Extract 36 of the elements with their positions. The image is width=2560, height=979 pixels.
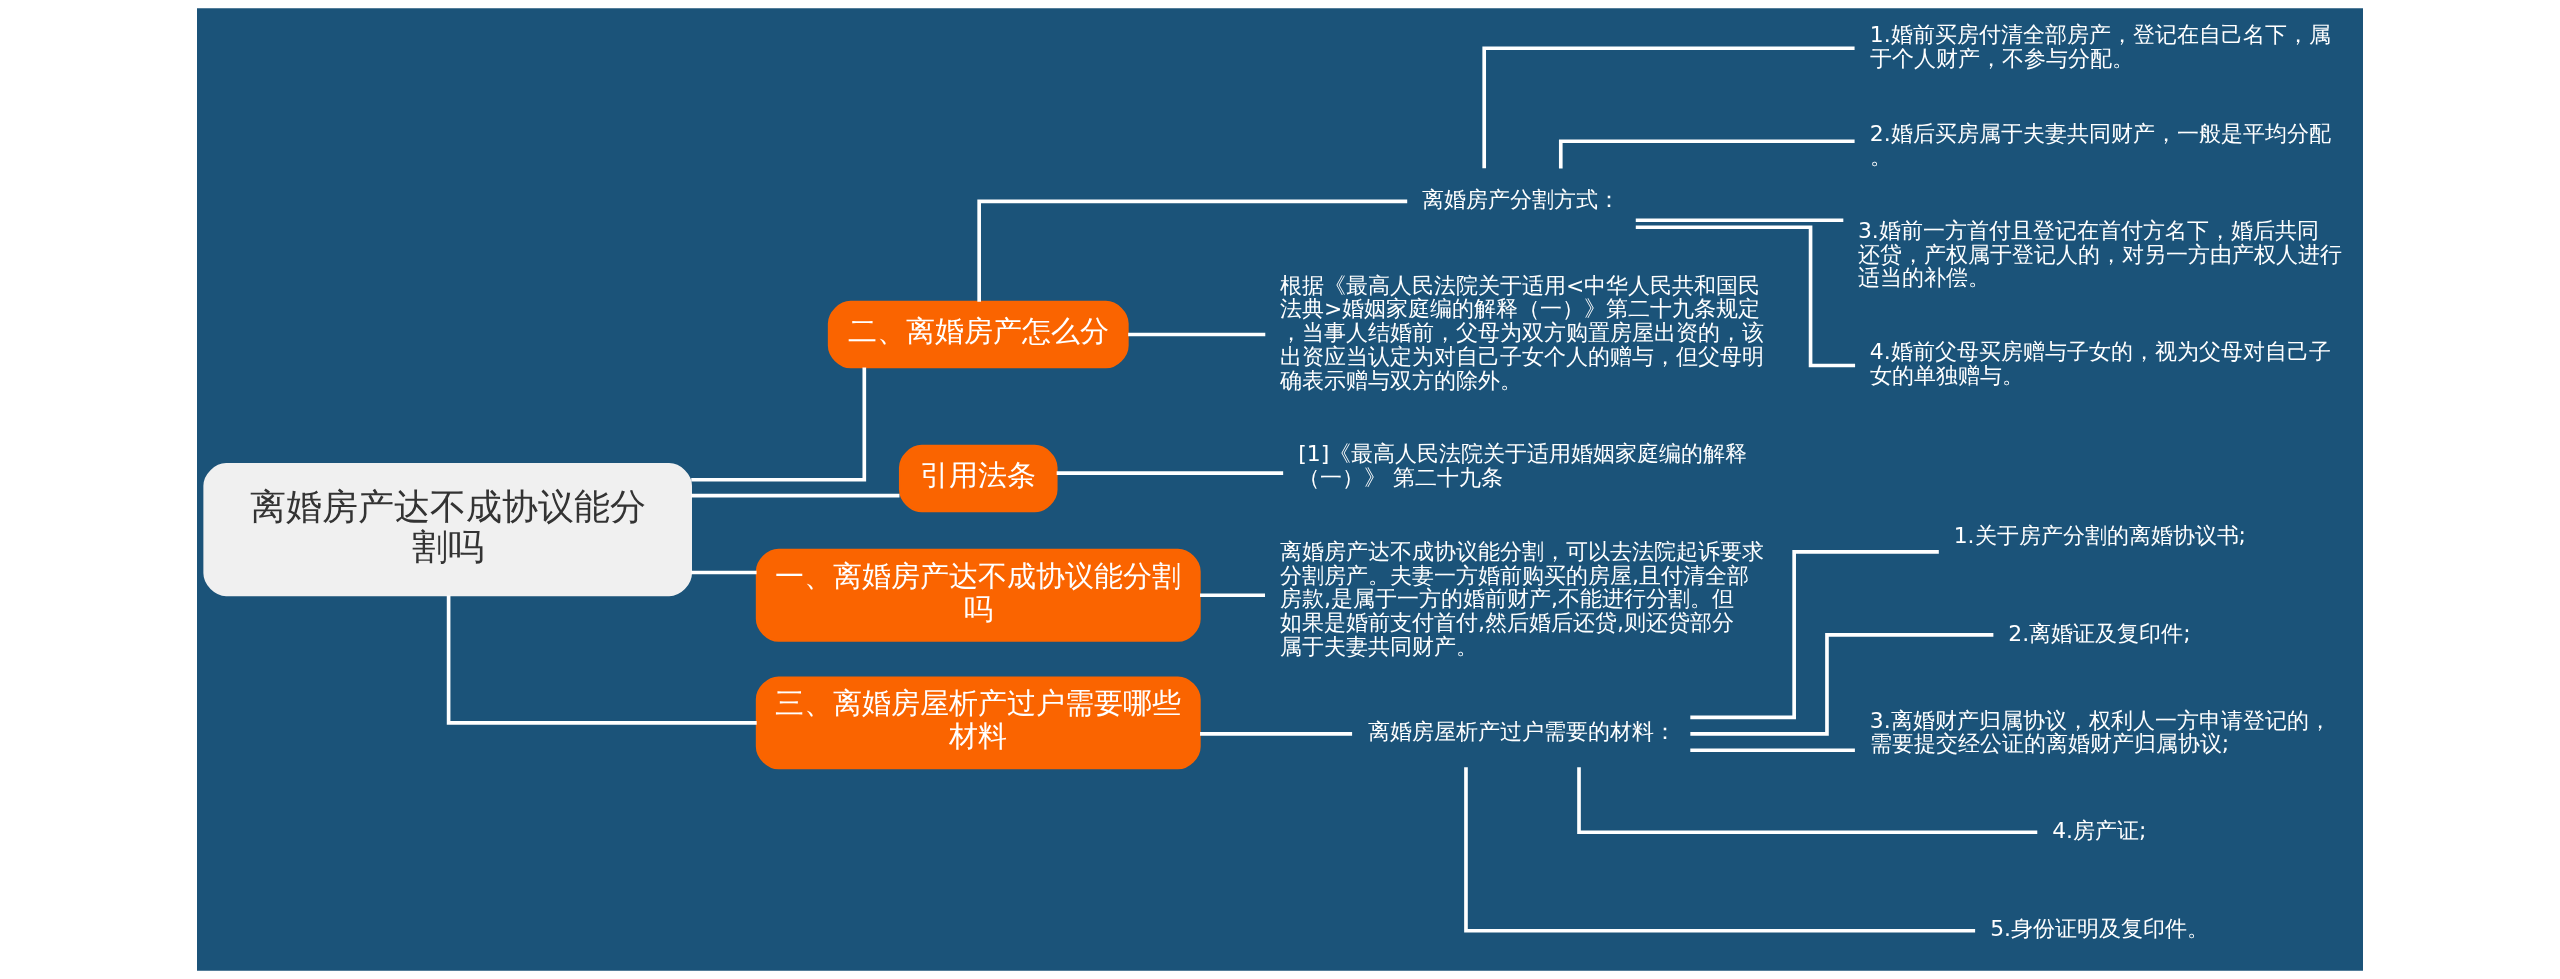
node-text: 离婚房产达不成协议能分割，可以去法院起诉要求分割房产。夫妻一方婚前购买的房屋,且付清全部房款,是属于一方的婚前财产,不能进行分割。但如果是婚前支付首付,然后婚后还贷,则还贷部分属于夫妻共同财产。 <box>1280 538 1764 659</box>
connector <box>1577 767 2038 835</box>
connector <box>1056 471 1284 475</box>
connector <box>1200 593 1265 598</box>
connector <box>691 367 867 482</box>
connector <box>1200 732 1353 736</box>
node-box: 离婚房产达不成协议能分割吗 <box>203 463 692 597</box>
connector <box>1690 633 1994 736</box>
node-text: 根据《最高人民法院关于适用<中华人民共和国民法典>婚姻家庭编的解释（一）》第二十九条规定，当事人结婚前，父母为双方购置房屋出资的，该出资应当认定为对自己子女个人的赠与，但父母明确表示赠与双方的除外。 <box>1280 272 1764 393</box>
connector <box>691 570 757 575</box>
node-text: 4.房产证; <box>2052 817 2147 843</box>
node-text: 2.离婚证及复印件; <box>2008 621 2191 647</box>
node-text: 1.婚前买房付清全部房产，登记在自己名下，属于个人财产，不参与分配。 <box>1869 22 2331 71</box>
node-text: [1]《最高人民法院关于适用婚姻家庭编的解释（一）》 第二十九条 <box>1298 441 1748 491</box>
connector <box>1690 550 1939 720</box>
connector <box>1635 225 1856 368</box>
connector <box>1464 767 1976 933</box>
connector <box>977 199 1408 302</box>
node-box: 一、离婚房产达不成协议能分割吗 <box>755 548 1201 642</box>
connector <box>446 595 757 725</box>
node-text: 2.婚后买房属于夫妻共同财产，一般是平均分配。 <box>1869 120 2331 170</box>
node-text: 1.关于房产分割的离婚协议书; <box>1953 522 2246 548</box>
node-text: 3.婚前一方首付且登记在首付方名下，婚后共同还贷，产权属于登记人的，对另一方由产权人进行适当的补偿。 <box>1857 218 2342 291</box>
node-text: 3.离婚财产归属协议，权利人一方申请登记的，需要提交经公证的离婚财产归属协议; <box>1869 707 2331 757</box>
connector <box>1635 218 1844 223</box>
node-box: 三、离婚房屋析产过户需要哪些材料 <box>755 676 1201 770</box>
connector <box>691 493 900 498</box>
connector <box>1482 46 1855 169</box>
node-text: 5.身份证明及复印件。 <box>1990 916 2210 942</box>
node-text: 4.婚前父母买房赠与子女的，视为父母对自己子女的单独赠与。 <box>1869 339 2331 389</box>
node-box: 引用法条 <box>898 444 1058 513</box>
node-box: 二、离婚房产怎么分 <box>827 300 1129 369</box>
connector <box>1128 332 1266 337</box>
node-text: 离婚房产分割方式： <box>1422 187 1621 213</box>
connector <box>1690 748 1855 753</box>
node-text: 离婚房屋析产过户需要的材料： <box>1367 719 1676 745</box>
